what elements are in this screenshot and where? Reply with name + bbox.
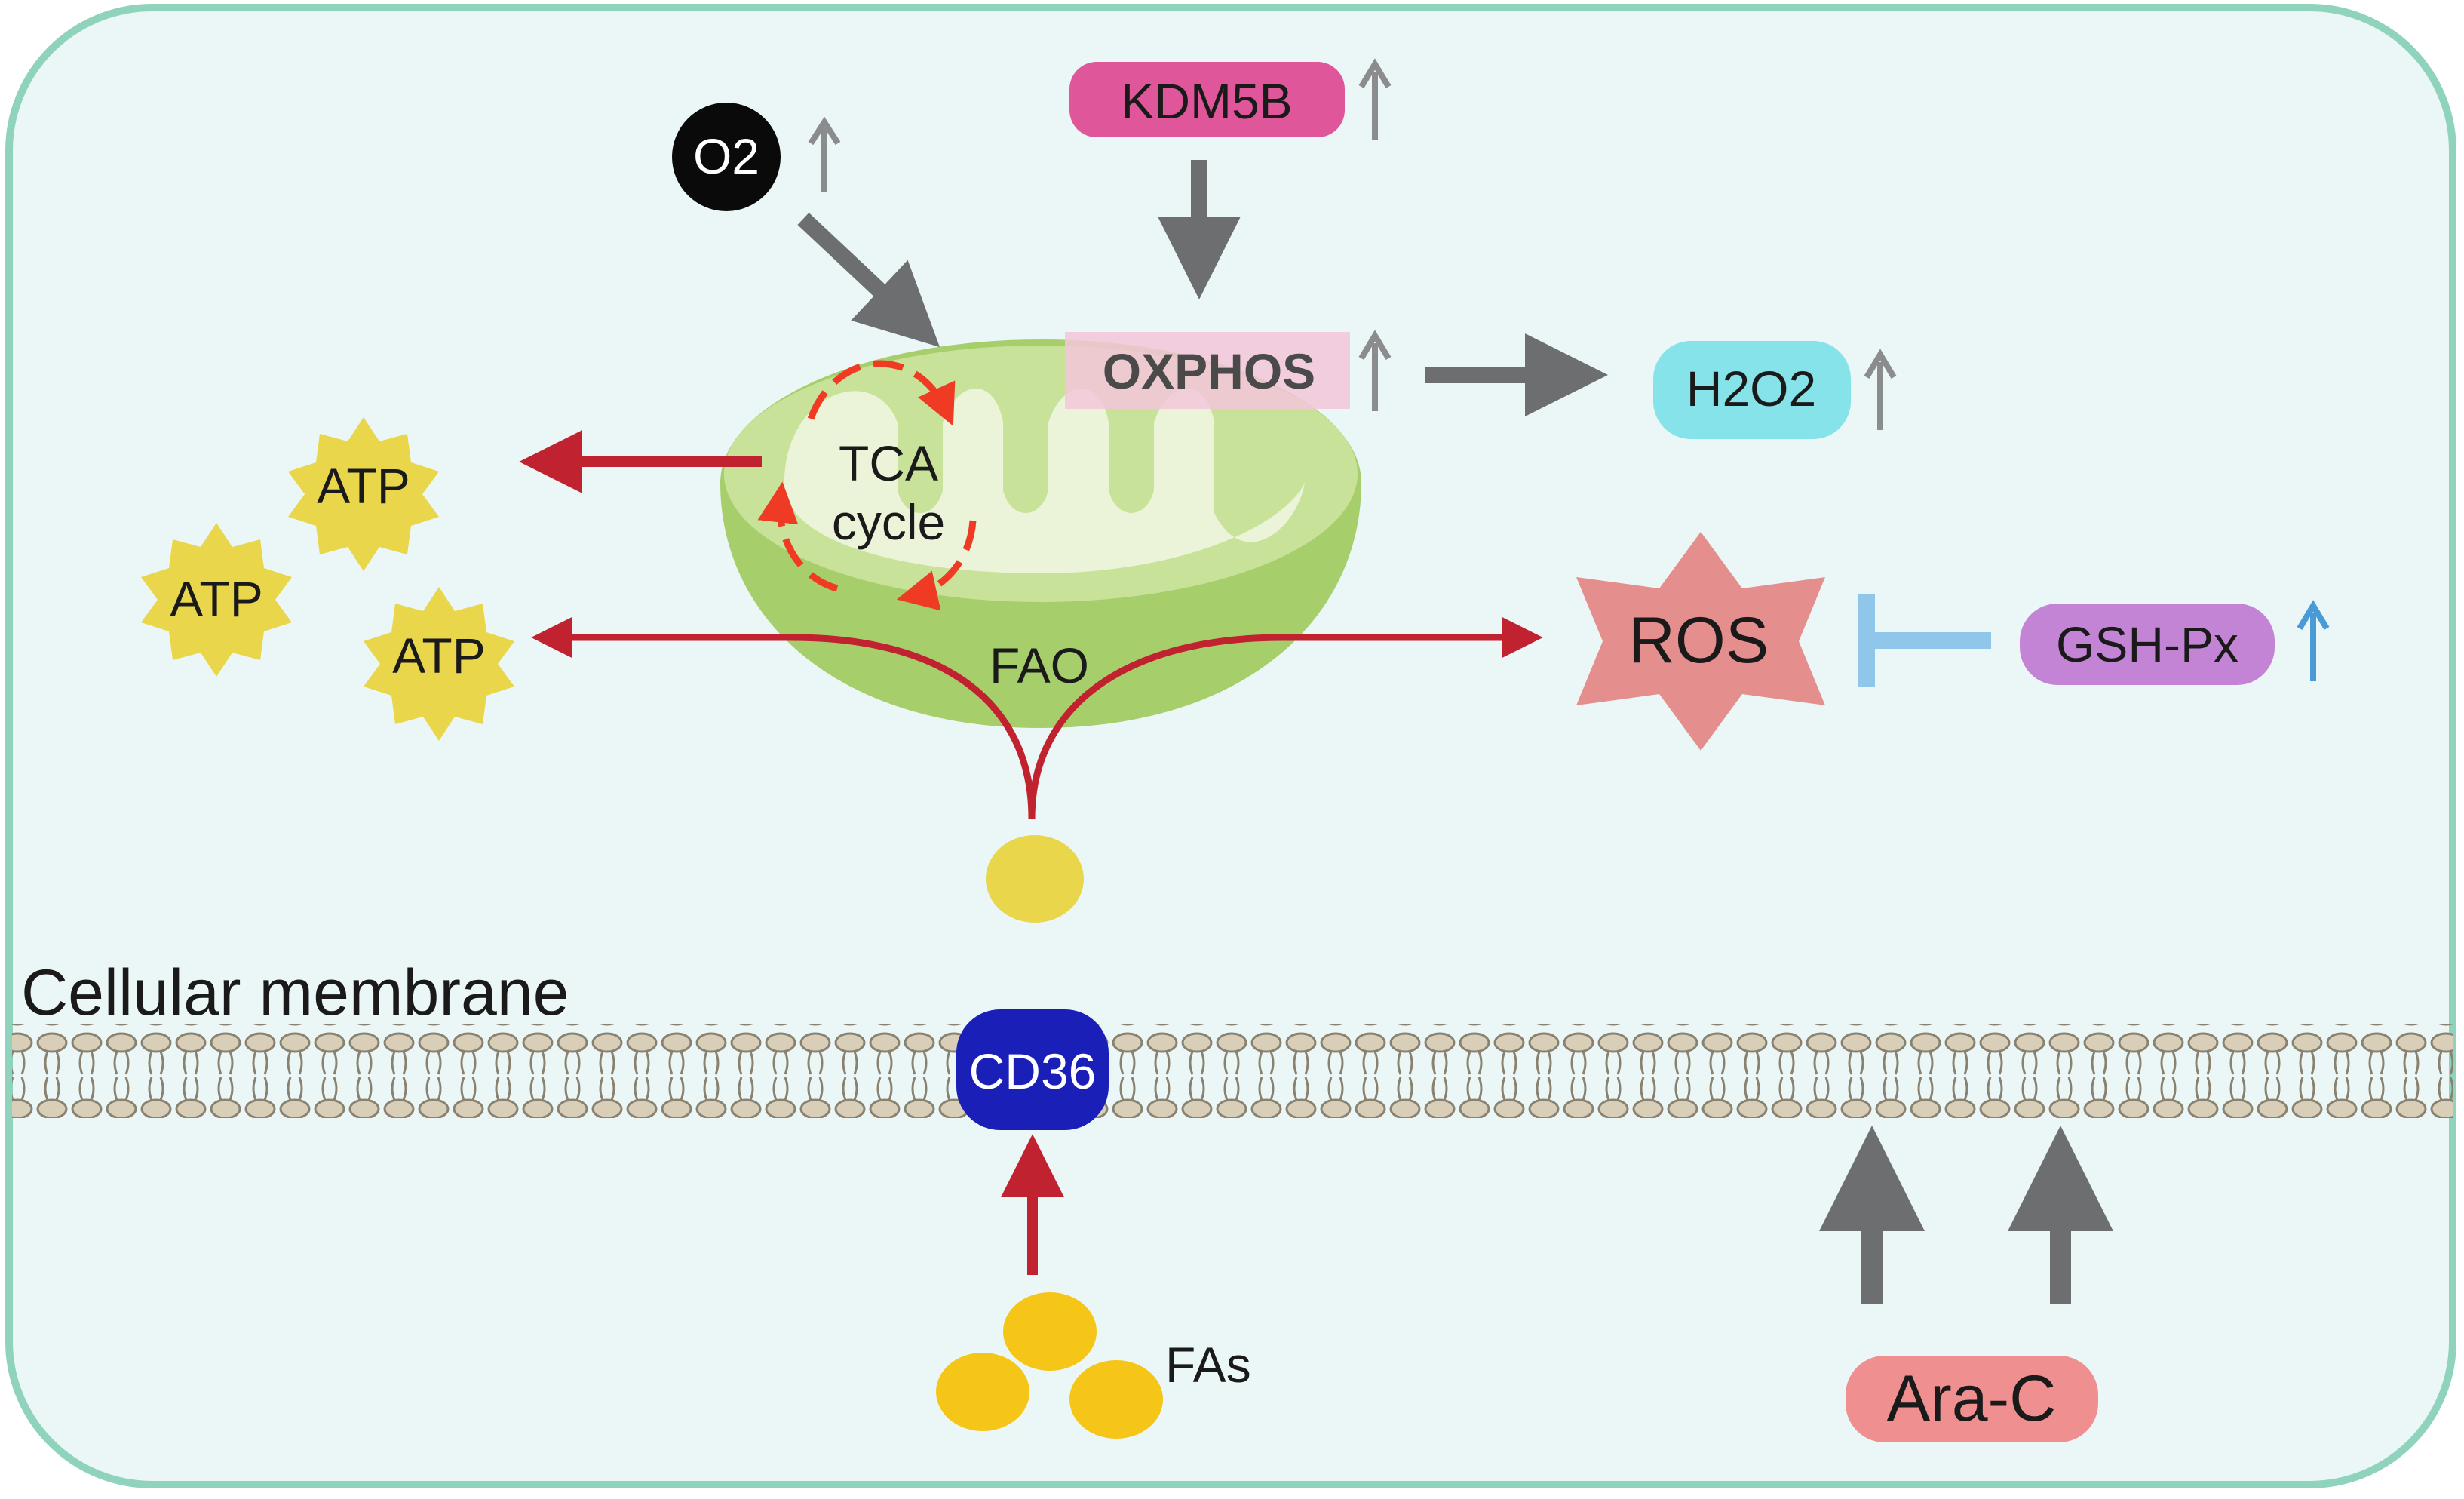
arac-label: Ara-C [1887, 1362, 2057, 1435]
fao-to-ros-arrow [1028, 617, 1543, 819]
kdm5b-up-arrow [1358, 58, 1392, 140]
atp-label: ATP [170, 571, 262, 627]
fatty-acid-droplet [986, 835, 1084, 923]
kdm5b-node [1069, 62, 1345, 137]
o2-label: O2 [693, 128, 759, 184]
atp-label: ATP [392, 628, 485, 683]
oxphos-label: OXPHOS [1103, 343, 1315, 399]
oxphos-up-arrow [1358, 330, 1392, 411]
atp-label: ATP [317, 458, 410, 514]
gshpx-label: GSH-Px [2056, 616, 2238, 672]
tca-cycle: TCA cycle [757, 360, 977, 611]
gshpx-up-arrow [2297, 600, 2330, 681]
membrane-label: Cellular membrane [21, 957, 569, 1029]
atp-node: ATP [364, 587, 514, 741]
fao-to-atp-arrow [531, 617, 1036, 819]
atp-node: ATP [288, 417, 439, 571]
oxphos-node [1065, 332, 1350, 409]
gshpx-node [2020, 604, 2275, 685]
atp-node: ATP [141, 523, 292, 677]
fas-label: FAs [1165, 1337, 1251, 1393]
kdm5b-label: KDM5B [1121, 73, 1292, 129]
cell-boundary [5, 4, 2456, 1488]
fatty-acids-cluster [936, 1292, 1163, 1439]
cd36-label: CD36 [969, 1043, 1097, 1099]
cell-membrane [12, 1024, 2453, 1118]
arac-node [1846, 1356, 2098, 1442]
o2-to-mito-arrow [797, 212, 940, 348]
o2-up-arrow [808, 116, 841, 192]
fao-label: FAO [990, 637, 1089, 693]
ros-label: ROS [1628, 604, 1769, 677]
tca-label: TCA [839, 435, 938, 491]
gshpx-inhibits-ros [1858, 594, 1991, 687]
ros-node [1576, 532, 1825, 751]
mitochondrion [720, 339, 1361, 728]
h2o2-label: H2O2 [1686, 361, 1816, 416]
h2o2-up-arrow [1864, 349, 1897, 430]
cycle-label: cycle [832, 494, 945, 550]
h2o2-node [1653, 341, 1851, 439]
cd36-transporter [956, 1009, 1109, 1130]
o2-node [672, 103, 781, 211]
